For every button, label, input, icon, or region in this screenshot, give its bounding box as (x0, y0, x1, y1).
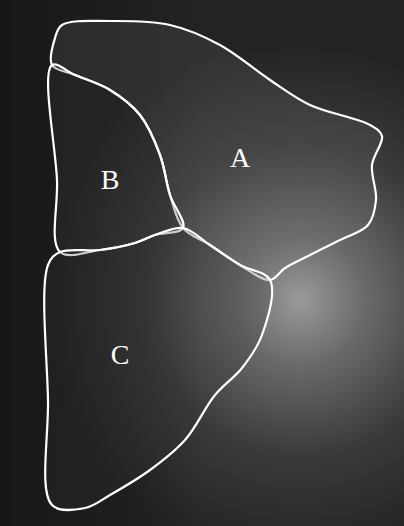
region-border (48, 64, 184, 255)
image-region: B (49, 62, 186, 255)
region-outline (45, 225, 273, 511)
region-border (44, 228, 272, 510)
region-letter: B (101, 166, 120, 194)
region-letter: C (111, 341, 130, 369)
image-region: C (45, 225, 273, 511)
region-outline (49, 62, 186, 255)
region-letter: A (230, 144, 250, 172)
